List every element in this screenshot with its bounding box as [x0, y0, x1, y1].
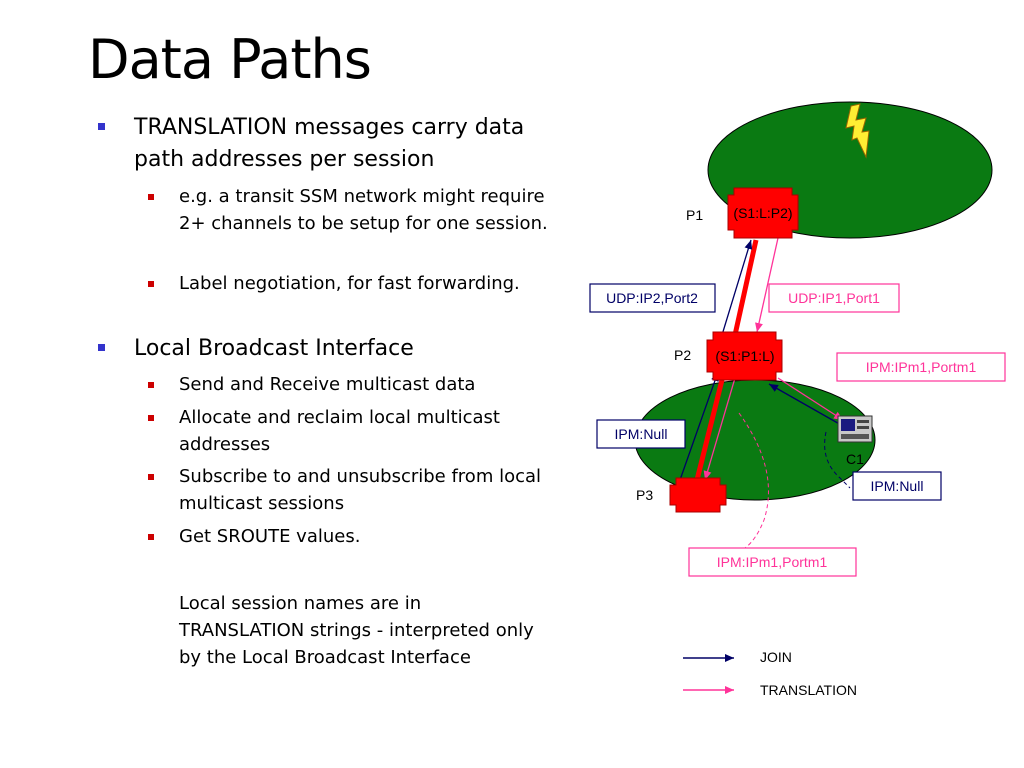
- bullet-text: Local Broadcast Interface: [134, 336, 414, 361]
- sub-bullet: Subscribe to and unsubscribe from local …: [148, 463, 548, 517]
- data-path-p2-p3: [694, 379, 725, 481]
- label-box-text: IPM:Null: [615, 426, 668, 442]
- label-box-ipm-null-right: IPM:Null: [852, 471, 942, 501]
- bullet-text: TRANSLATION messages carry data path add…: [134, 115, 525, 172]
- legend: JOIN TRANSLATION: [683, 649, 857, 698]
- bullet-marker: [98, 344, 105, 351]
- label-box-text: IPM:IPm1,Portm1: [717, 554, 828, 570]
- sub-bullet-marker: [148, 474, 154, 480]
- sub-bullet-text: Send and Receive multicast data: [179, 374, 476, 395]
- lightning-icon: [845, 103, 870, 159]
- label-box-text: IPM:Null: [871, 478, 924, 494]
- sub-bullet-text: Allocate and reclaim local multicast add…: [179, 407, 500, 455]
- router-p1: (S1:L:P2): [727, 187, 799, 239]
- node-name-p1: P1: [686, 207, 703, 223]
- label-box-ipm-m1-right: IPM:IPm1,Portm1: [836, 352, 1006, 382]
- sub-bullet-text: Get SROUTE values.: [179, 526, 361, 547]
- leader-line: [824, 431, 851, 489]
- translation-arrow-p2-c1: [777, 377, 844, 421]
- label-box-text: IPM:IPm1,Portm1: [866, 359, 977, 375]
- bullet-marker: [98, 123, 105, 130]
- sub-bullet: Label negotiation, for fast forwarding.: [148, 270, 548, 297]
- join-arrow-p3-p2: [679, 371, 719, 481]
- label-box-text: UDP:IP2,Port2: [606, 290, 698, 306]
- sub-bullet: Allocate and reclaim local multicast add…: [148, 404, 548, 458]
- sub-bullet-marker: [148, 281, 154, 287]
- label-box-ipm-null-left: IPM:Null: [596, 419, 686, 449]
- sub-bullet-marker: [148, 415, 154, 421]
- router-p2-label: (S1:P1:L): [715, 348, 774, 364]
- computer-icon: [837, 415, 873, 443]
- sub-bullet: Get SROUTE values.: [148, 523, 548, 550]
- label-box-udp-ip2: UDP:IP2,Port2: [589, 283, 716, 313]
- router-p2: (S1:P1:L): [706, 331, 783, 381]
- sub-bullet-text: Label negotiation, for fast forwarding.: [179, 273, 520, 294]
- translation-arrow-p2-p3: [703, 377, 736, 481]
- label-box-text: UDP:IP1,Port1: [788, 290, 880, 306]
- data-path-p1-p2: [732, 239, 759, 336]
- interface-note: Local session names are in TRANSLATION s…: [179, 593, 534, 668]
- label-box-ipm-m1-bottom: IPM:IPm1,Portm1: [688, 547, 857, 577]
- bullet-local-broadcast: Local Broadcast Interface: [98, 333, 548, 365]
- label-box-udp-ip1: UDP:IP1,Port1: [768, 283, 900, 313]
- translation-arrow-p1-p2: [755, 237, 779, 333]
- data-path-diagram: (S1:L:P2) P1 (S1:P1:L) P2 P3 C1 UDP:IP2,…: [589, 101, 1006, 698]
- sub-bullet-text: e.g. a transit SSM network might require…: [179, 186, 548, 234]
- sub-bullet: Send and Receive multicast data: [148, 371, 548, 398]
- legend-join-label: JOIN: [760, 649, 792, 665]
- legend-translation-label: TRANSLATION: [760, 682, 857, 698]
- slide-title: Data Paths: [88, 28, 372, 91]
- sub-bullet-text: Subscribe to and unsubscribe from local …: [179, 466, 542, 514]
- node-name-c1: C1: [846, 451, 864, 467]
- node-name-p3: P3: [636, 487, 653, 503]
- router-p3: [669, 477, 727, 513]
- join-arrow-c1-p2: [768, 383, 851, 431]
- sub-bullet-marker: [148, 194, 154, 200]
- sub-bullet: e.g. a transit SSM network might require…: [148, 183, 548, 237]
- sub-bullet-marker: [148, 382, 154, 388]
- sub-bullet-marker: [148, 534, 154, 540]
- join-arrow-p2-p1: [721, 239, 753, 336]
- node-name-p2: P2: [674, 347, 691, 363]
- bullet-translation: TRANSLATION messages carry data path add…: [98, 112, 548, 176]
- router-p1-label: (S1:L:P2): [733, 205, 792, 221]
